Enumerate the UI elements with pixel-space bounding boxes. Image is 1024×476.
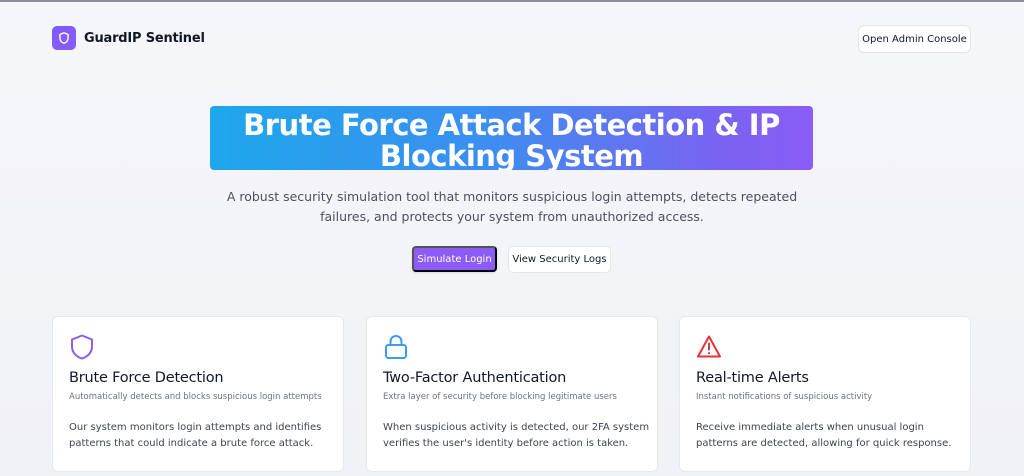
warning-icon bbox=[696, 333, 722, 361]
hero-title: Brute Force Attack Detection & IP Blocki… bbox=[243, 108, 780, 171]
feature-title: Real-time Alerts bbox=[696, 370, 809, 386]
feature-description: When suspicious activity is detected, ou… bbox=[383, 422, 650, 449]
shield-icon bbox=[69, 333, 95, 361]
feature-subtitle: Instant notifications of suspicious acti… bbox=[696, 392, 873, 402]
hero-subtitle: A robust security simulation tool that m… bbox=[226, 189, 798, 224]
brand[interactable]: GuardIP Sentinel bbox=[52, 26, 205, 50]
view-security-logs-button[interactable]: View Security Logs bbox=[508, 246, 611, 273]
simulate-login-button[interactable]: Simulate Login bbox=[412, 246, 497, 272]
feature-card-real-time-alerts: Real-time Alerts Instant notifications o… bbox=[679, 316, 971, 472]
feature-subtitle: Automatically detects and blocks suspici… bbox=[69, 392, 322, 402]
top-navigation-bar: GuardIP Sentinel Open Admin Console bbox=[0, 2, 1024, 82]
feature-description: Receive immediate alerts when unusual lo… bbox=[696, 422, 952, 449]
feature-subtitle: Extra layer of security before blocking … bbox=[383, 392, 617, 402]
feature-title: Brute Force Detection bbox=[69, 370, 224, 386]
hero-title-highlight: Brute Force Attack Detection & IP Blocki… bbox=[210, 106, 813, 170]
feature-title: Two-Factor Authentication bbox=[383, 370, 567, 386]
feature-description: Our system monitors login attempts and i… bbox=[69, 422, 322, 449]
lock-icon bbox=[383, 333, 409, 361]
brand-shield-icon bbox=[52, 26, 76, 50]
open-admin-console-button[interactable]: Open Admin Console bbox=[858, 25, 971, 53]
feature-card-brute-force-detection: Brute Force Detection Automatically dete… bbox=[52, 316, 344, 472]
brand-name: GuardIP Sentinel bbox=[84, 30, 205, 46]
feature-card-two-factor-authentication: Two-Factor Authentication Extra layer of… bbox=[366, 316, 658, 472]
